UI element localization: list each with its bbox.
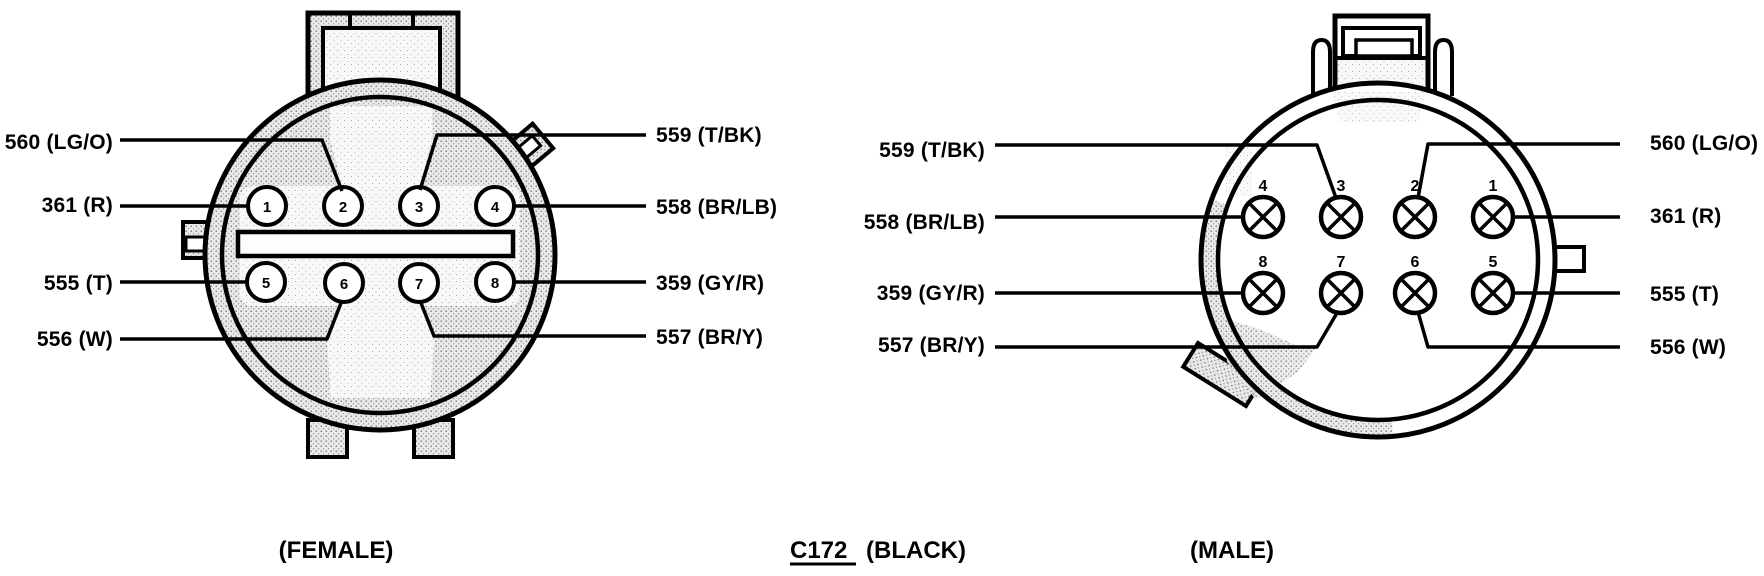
wire-label: 558 (BR/LB) [656, 196, 777, 219]
pin: 2 [1392, 178, 1438, 240]
pin: 1 [246, 185, 288, 227]
wire-label: 359 (GY/R) [656, 272, 764, 295]
wire-label: 559 (T/BK) [656, 124, 762, 147]
pin: 7 [398, 262, 440, 304]
captions: (FEMALE) C172 (BLACK) (MALE) [279, 537, 1274, 566]
pin-number: 2 [339, 199, 347, 216]
female-inner-ring [219, 94, 541, 416]
pin-number: 6 [340, 276, 348, 293]
pin-number: 1 [263, 199, 271, 216]
wire-label: 558 (BR/LB) [864, 211, 985, 234]
wire-label: 359 (GY/R) [877, 282, 985, 305]
female-wire-labels: 560 (LG/O) 361 (R) 555 (T) 556 (W) 559 (… [5, 124, 777, 351]
wire-label: 557 (BR/Y) [878, 334, 985, 357]
pin: 2 [322, 185, 364, 227]
pin-number: 4 [1259, 178, 1268, 195]
wire-label: 361 (R) [1650, 205, 1721, 228]
wire-label: 361 (R) [42, 194, 113, 217]
wire-label: 556 (W) [1650, 336, 1726, 359]
pin: 4 [1240, 178, 1286, 240]
pin-number: 7 [1337, 254, 1346, 271]
wire-label: 557 (BR/Y) [656, 326, 763, 349]
pin: 8 [474, 261, 516, 303]
female-caption: (FEMALE) [279, 537, 394, 564]
wire-label: 556 (W) [37, 328, 113, 351]
wire-label: 555 (T) [44, 272, 113, 295]
pin-number: 5 [262, 275, 270, 292]
pin-number: 7 [415, 276, 423, 293]
pin: 3 [398, 185, 440, 227]
pin: 5 [245, 261, 287, 303]
female-key-bar [235, 229, 516, 259]
pin-number: 1 [1489, 178, 1498, 195]
pin: 8 [1240, 254, 1286, 316]
male-outer-ring [1198, 80, 1558, 440]
connector-color: (BLACK) [866, 537, 966, 564]
pin-number: 8 [491, 275, 499, 292]
female-outer-ring [202, 77, 558, 433]
wire-label: 555 (T) [1650, 283, 1719, 306]
male-connector: 4 3 2 1 8 7 6 5 559 (T/BK) 558 (BR/LB) [864, 13, 1758, 440]
pin-number: 6 [1411, 254, 1420, 271]
female-connector: 1 2 3 4 5 6 7 8 560 (LG/O) 361 (R) 5 [5, 10, 777, 459]
male-leader-lines [995, 142, 1620, 349]
pin: 6 [1392, 254, 1438, 316]
pin: 6 [323, 262, 365, 304]
female-pins: 1 2 3 4 5 6 7 8 [245, 185, 516, 304]
pin-number: 5 [1489, 254, 1498, 271]
pin: 3 [1318, 178, 1364, 240]
pin-number: 4 [491, 199, 500, 216]
pin-number: 3 [415, 199, 423, 216]
male-wire-labels: 559 (T/BK) 558 (BR/LB) 359 (GY/R) 557 (B… [864, 132, 1758, 359]
wire-label: 560 (LG/O) [5, 131, 113, 154]
male-pins: 4 3 2 1 8 7 6 5 [1240, 178, 1516, 316]
wire-label: 560 (LG/O) [1650, 132, 1758, 155]
pin-number: 8 [1259, 254, 1268, 271]
male-inner-ring [1215, 97, 1541, 423]
pin: 7 [1318, 254, 1364, 316]
pin-number: 3 [1337, 178, 1346, 195]
male-caption: (MALE) [1190, 537, 1274, 564]
female-leader-lines [120, 133, 646, 341]
connector-id: C172 [790, 537, 847, 564]
pin-number: 2 [1411, 178, 1420, 195]
wire-label: 559 (T/BK) [879, 139, 985, 162]
pin: 4 [474, 185, 516, 227]
